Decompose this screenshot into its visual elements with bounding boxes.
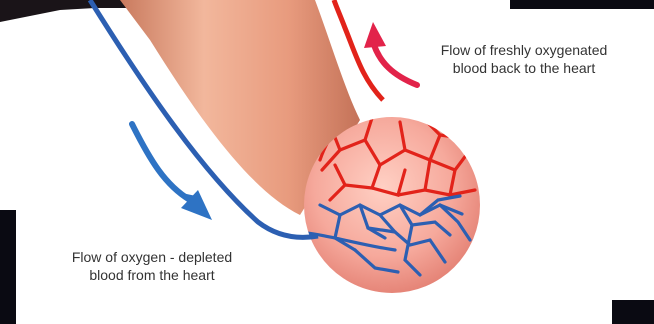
oxygenated-flow-caption-line1: Flow of freshly oxygenated [420, 41, 628, 59]
oxygenated-flow-arrow [364, 22, 417, 85]
tissue-sphere [304, 117, 480, 293]
depleted-flow-caption-line1: Flow of oxygen - depleted [44, 248, 260, 266]
depleted-flow-arrow [132, 124, 212, 220]
oxygenated-flow-caption: Flow of freshly oxygenated blood back to… [420, 41, 628, 77]
frame-corner-bottom-left [0, 210, 16, 324]
frame-corner-bottom-right [612, 300, 654, 324]
depleted-flow-caption-line2: blood from the heart [44, 266, 260, 284]
oxygenated-flow-caption-line2: blood back to the heart [420, 59, 628, 77]
frame-corner-top-right [510, 0, 654, 9]
depleted-flow-caption: Flow of oxygen - depleted blood from the… [44, 248, 260, 284]
